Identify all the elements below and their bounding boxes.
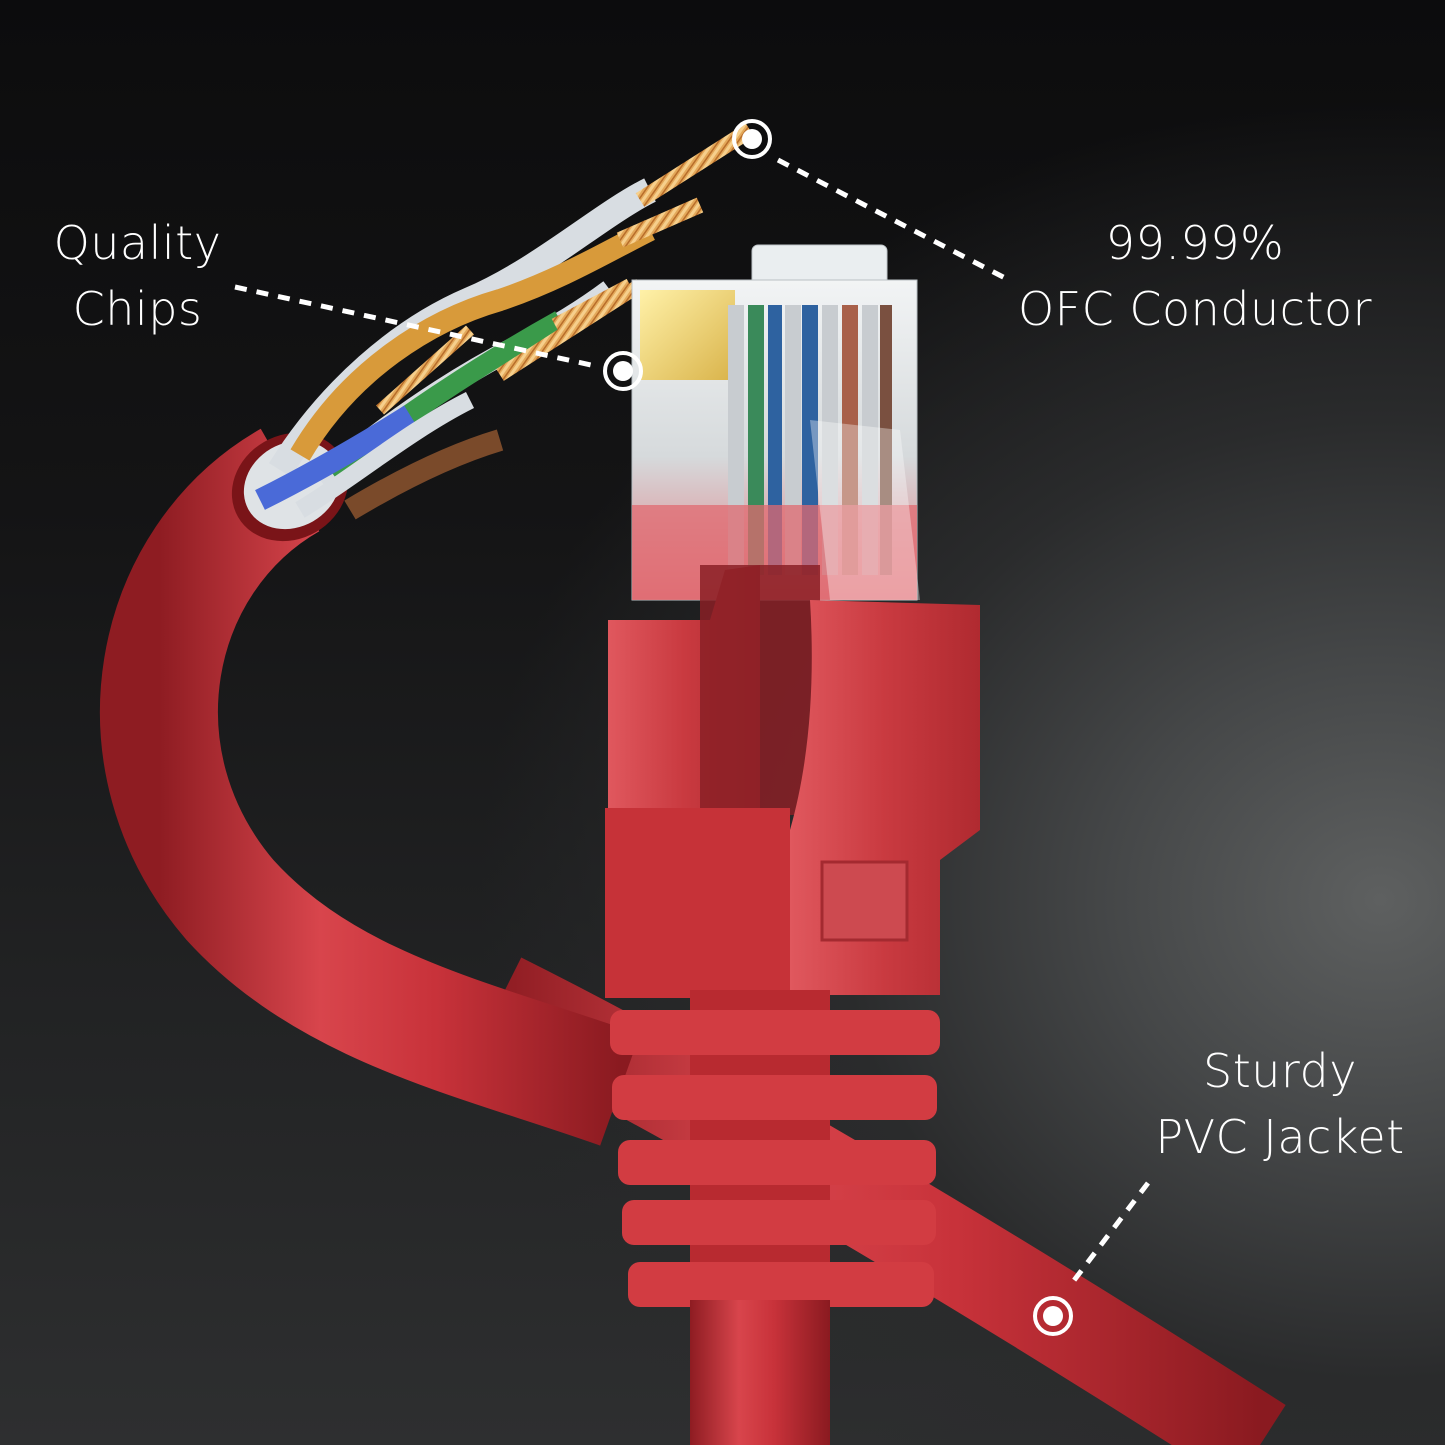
leader-quality-chips [234,284,601,370]
marker-quality-chips-icon [603,351,643,391]
callout-line-1: 99.99% [1105,216,1285,270]
cable-left-curve [100,428,640,1146]
callout-markers [603,119,1073,1336]
connector-boot [605,565,980,1445]
callout-quality-chips: Quality Chips [30,210,245,342]
callout-pvc-jacket: Sturdy PVC Jacket [1120,1038,1440,1170]
callout-line-2: OFC Conductor [1017,282,1373,336]
rj45-plug [631,244,920,601]
leader-pvc-jacket [1070,1181,1150,1285]
callout-ofc-conductor: 99.99% OFC Conductor [990,210,1400,342]
marker-pvc-jacket-icon [1033,1296,1073,1336]
twisted-pair-wires [255,123,755,520]
strain-relief-ribs [610,990,940,1445]
callout-line-2: PVC Jacket [1155,1110,1405,1164]
callout-leaders [234,157,1150,1285]
callout-line-2: Chips [72,282,203,336]
callout-line-1: Quality [53,216,222,270]
callout-line-1: Sturdy [1203,1044,1357,1098]
marker-ofc-conductor-icon [732,119,772,159]
